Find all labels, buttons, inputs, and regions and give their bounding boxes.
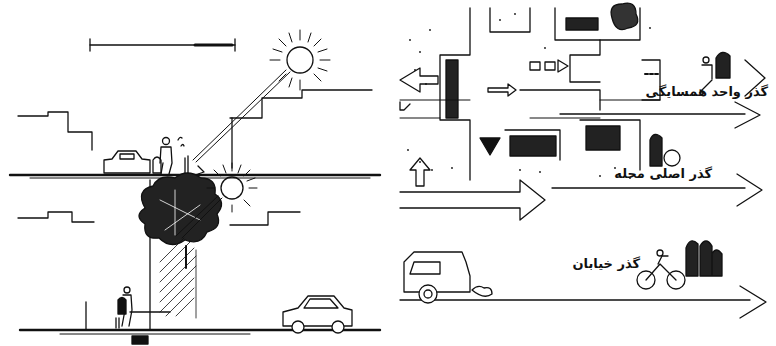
flow-arrow <box>400 68 545 220</box>
shade-hatch <box>160 238 196 318</box>
path-label: گذر خیابان <box>573 256 641 272</box>
car-sketch <box>104 151 150 173</box>
sun-symbol <box>207 163 257 212</box>
dimension-line <box>90 39 235 51</box>
tree-canopy <box>139 173 222 268</box>
people-sketch <box>153 137 204 174</box>
car-sketch <box>283 296 352 333</box>
building-outline <box>10 90 380 178</box>
stipple-texture <box>407 13 651 179</box>
path-label: گذر واحد همسایگی <box>646 84 768 100</box>
people-sketch <box>116 287 132 328</box>
building-plan <box>400 3 660 180</box>
sun-symbol <box>270 30 330 90</box>
sun-ray <box>193 70 290 162</box>
path-label: گذر اصلی محله <box>614 166 712 182</box>
sun-ray <box>176 196 222 238</box>
car-sketch <box>404 252 492 303</box>
